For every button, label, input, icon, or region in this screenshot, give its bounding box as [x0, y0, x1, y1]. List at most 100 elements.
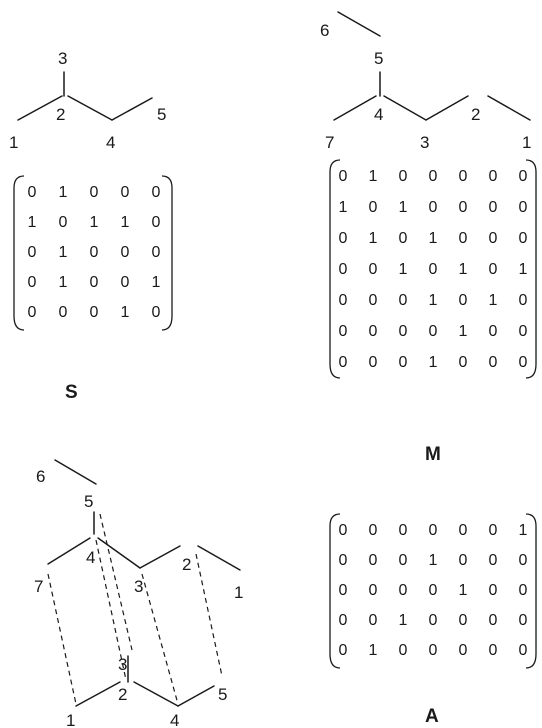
- overlay-s-label-4: 4: [170, 711, 179, 728]
- matrix-m-cell-r7-c4: 1: [429, 354, 438, 371]
- matrix-s-cell-r4-c1: 0: [28, 274, 37, 291]
- overlay-m-label-4: 4: [86, 548, 95, 567]
- matrix-m-cell-r5-c3: 0: [399, 292, 408, 309]
- matrix-m-cell-r7-c2: 0: [369, 354, 378, 371]
- matrix-a-cell-r5-c2: 1: [369, 642, 378, 659]
- matrix-m-cell-r5-c1: 0: [339, 292, 348, 309]
- graph-m-bond-6-5: [337, 11, 381, 37]
- graph-m-labels: 1 2 3 4 5 6 7: [320, 21, 531, 152]
- matrix-m-cell-r2-c6: 0: [489, 199, 498, 216]
- matrix-s-cell-r5-c5: 0: [152, 304, 161, 321]
- overlay-m-label-7: 7: [34, 577, 43, 596]
- matrix-s-cell-r3-c3: 0: [90, 244, 99, 261]
- graph-s-bond-4-5: [111, 97, 153, 121]
- matrix-a-cell-r4-c7: 0: [519, 612, 528, 629]
- overlay-m-labels: 6 5 4 7 3 2 1: [34, 467, 243, 602]
- matrix-s-cell-r1-c3: 0: [90, 184, 99, 201]
- matrix-s-cell-r5-c2: 0: [59, 304, 68, 321]
- mapping-line-4-2: [95, 539, 127, 681]
- matrix-m-cell-r1-c6: 0: [489, 168, 498, 185]
- matrix-a-cell-r4-c4: 0: [429, 612, 438, 629]
- overlay-s-label-2: 2: [118, 685, 127, 704]
- matrix-s-cell-r1-c1: 0: [28, 184, 37, 201]
- matrix-s-cell-r2-c4: 1: [121, 214, 130, 231]
- graph-a-caption: A: [425, 706, 439, 727]
- overlay-m-bond-4-3: [97, 537, 141, 569]
- matrix-m-cell-r1-c2: 1: [369, 168, 378, 185]
- matrix-a-cell-r1-c5: 0: [459, 522, 468, 539]
- matrix-m-cell-r4-c2: 0: [369, 261, 378, 278]
- overlay-m-bond-2-1: [197, 545, 241, 571]
- graph-m-label-3: 3: [420, 133, 429, 152]
- matrix-a-cell-r1-c6: 0: [489, 522, 498, 539]
- matrix-m-cell-r5-c7: 0: [519, 292, 528, 309]
- matrix-m-cell-r3-c4: 1: [429, 230, 438, 247]
- matrix-m-cell-r6-c2: 0: [369, 323, 378, 340]
- matrix-s-cell-r4-c3: 0: [90, 274, 99, 291]
- matrix-m-cell-r4-c6: 0: [489, 261, 498, 278]
- matrix-a-cell-r5-c7: 0: [519, 642, 528, 659]
- graph-s-label-4: 4: [106, 133, 115, 152]
- matrix-m-cell-r3-c6: 0: [489, 230, 498, 247]
- graph-s-label-3: 3: [58, 49, 67, 68]
- matrix-a-cell-r1-c2: 0: [369, 522, 378, 539]
- matrix-m-cell-r1-c5: 0: [459, 168, 468, 185]
- matrix-m-cell-r3-c5: 0: [459, 230, 468, 247]
- overlay-m-label-6: 6: [36, 467, 45, 486]
- matrix-m-cell-r1-c7: 0: [519, 168, 528, 185]
- overlay-s-label-5: 5: [218, 685, 227, 704]
- overlay-s-label-3: 3: [118, 655, 127, 674]
- overlay-m-label-3: 3: [134, 577, 143, 596]
- graph-m-bond-2-1: [487, 95, 531, 121]
- matrix-a-left-bracket: [329, 513, 341, 669]
- overlay-s-bond-2-4: [133, 681, 179, 707]
- matrix-a-cell-r2-c5: 0: [459, 552, 468, 569]
- matrix-s-right-bracket: [161, 175, 173, 331]
- matrix-a-brackets: [329, 513, 537, 669]
- overlay-s-bond-4-5: [177, 685, 215, 707]
- matrix-a-cell-r5-c5: 0: [459, 642, 468, 659]
- matrix-a-cell-r4-c5: 0: [459, 612, 468, 629]
- matrix-a-cell-r5-c6: 0: [489, 642, 498, 659]
- matrix-s-cell-r3-c1: 0: [28, 244, 37, 261]
- matrix-a-cell-r3-c5: 1: [459, 582, 468, 599]
- matrix-m-cell-r7-c3: 0: [399, 354, 408, 371]
- matrix-m-cell-r6-c7: 0: [519, 323, 528, 340]
- graph-m-label-7: 7: [325, 133, 334, 152]
- matrix-m-cell-r2-c1: 1: [339, 199, 348, 216]
- graph-s-bond-1-2: [17, 95, 63, 121]
- overlay-m-bond-7-4: [47, 537, 91, 565]
- matrix-a-cell-r4-c3: 1: [399, 612, 408, 629]
- matrix-a-cell-r1-c1: 0: [339, 522, 348, 539]
- matrix-a-cell-r2-c3: 0: [399, 552, 408, 569]
- matrix-a-cell-r2-c7: 0: [519, 552, 528, 569]
- graph-s-skeleton: [17, 71, 153, 121]
- matrix-s-cell-r4-c5: 1: [152, 274, 161, 291]
- graph-s-bond-2-4: [67, 95, 113, 121]
- matrix-a-cell-r1-c4: 0: [429, 522, 438, 539]
- matrix-m-cell-r5-c5: 0: [459, 292, 468, 309]
- graph-m-label-2: 2: [471, 105, 480, 124]
- matrix-s-cell-r5-c4: 1: [121, 304, 130, 321]
- matrix-a-cell-r2-c1: 0: [339, 552, 348, 569]
- matrix-s-cell-r3-c5: 0: [152, 244, 161, 261]
- graph-s-caption: S: [65, 382, 78, 403]
- matrix-m-cell-r4-c3: 1: [399, 261, 408, 278]
- matrix-a-cell-r1-c3: 0: [399, 522, 408, 539]
- graph-m-caption: M: [425, 444, 441, 465]
- matrix-a-cell-r5-c1: 0: [339, 642, 348, 659]
- matrix-m-right-bracket: [525, 159, 537, 379]
- matrix-m-cell-r6-c6: 0: [489, 323, 498, 340]
- matrix-s-cell-r1-c2: 1: [59, 184, 68, 201]
- matrix-s-cell-r2-c2: 0: [59, 214, 68, 231]
- matrix-m-cell-r6-c1: 0: [339, 323, 348, 340]
- matrix-s-cell-r2-c5: 0: [152, 214, 161, 231]
- matrix-s-cell-r5-c1: 0: [28, 304, 37, 321]
- matrix-a-cell-r1-c7: 1: [519, 522, 528, 539]
- matrix-m-cell-r1-c1: 0: [339, 168, 348, 185]
- matrix-s-cell-r4-c2: 1: [59, 274, 68, 291]
- matrix-s-cell-r3-c4: 0: [121, 244, 130, 261]
- matrix-s-left-bracket: [13, 175, 25, 331]
- matrix-m-cell-r2-c3: 1: [399, 199, 408, 216]
